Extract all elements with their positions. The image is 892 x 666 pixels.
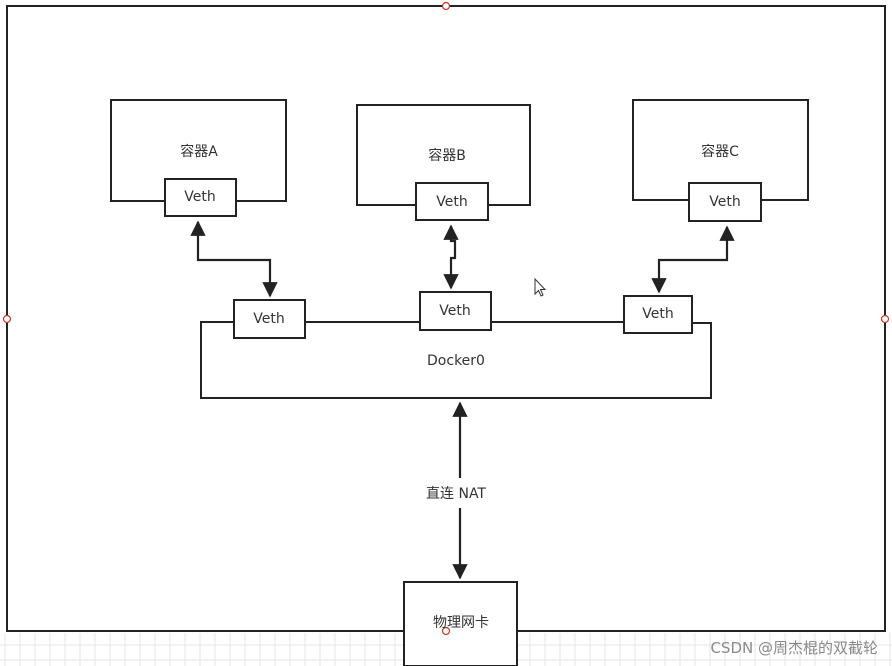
container-b-veth-label: Veth (436, 194, 468, 210)
bridge-veth-c-box[interactable] (623, 295, 693, 334)
connector-a (190, 220, 278, 298)
container-a-label: 容器A (180, 144, 218, 160)
physical-nic-label: 物理网卡 (433, 615, 489, 631)
bridge-veth-c-label: Veth (642, 306, 674, 322)
container-b-veth-box[interactable] (415, 182, 489, 221)
container-b-label: 容器B (428, 148, 466, 164)
selection-handle-bottom[interactable] (441, 626, 451, 636)
bridge-veth-b-label: Veth (439, 303, 471, 319)
bridge-veth-a-label: Veth (253, 311, 285, 327)
docker0-bridge-box[interactable] (200, 321, 712, 399)
bridge-veth-b-box[interactable] (419, 291, 492, 331)
connector-b (443, 224, 459, 290)
bridge-veth-a-box[interactable] (233, 299, 306, 339)
container-a-veth-label: Veth (184, 189, 216, 205)
selection-handle-left[interactable] (2, 314, 12, 324)
container-c-label: 容器C (701, 144, 739, 160)
connector-c (651, 225, 735, 294)
container-a-veth-box[interactable] (164, 178, 237, 217)
selection-handle-top[interactable] (441, 1, 451, 11)
container-c-veth-box[interactable] (688, 182, 762, 222)
selection-handle-right[interactable] (880, 314, 890, 324)
docker0-label: Docker0 (427, 353, 485, 369)
watermark: CSDN @周杰棍的双截轮 (710, 639, 878, 657)
nat-link-label: 直连 NAT (423, 482, 489, 504)
container-c-veth-label: Veth (709, 194, 741, 210)
mouse-cursor-icon (534, 277, 547, 297)
physical-nic-box[interactable] (403, 581, 518, 666)
